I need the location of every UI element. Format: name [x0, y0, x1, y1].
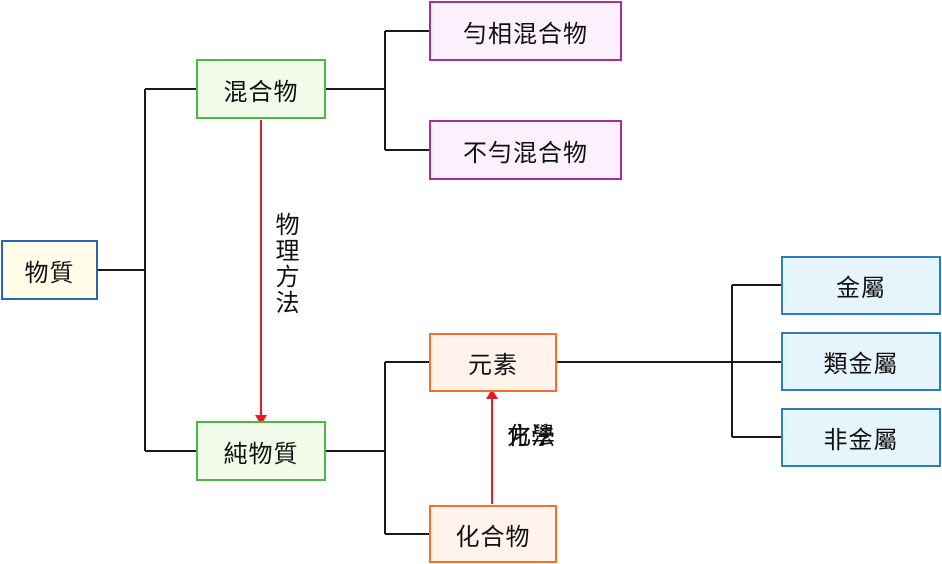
label-chemical-line1: 化學 [507, 422, 555, 450]
node-metalloid: 類金屬 [781, 332, 941, 391]
node-compound: 化合物 [429, 505, 557, 563]
node-substance: 物質 [1, 240, 98, 300]
node-heterogeneous-mixture: 不勻混合物 [429, 120, 622, 180]
node-homogeneous-mixture: 勻相混合物 [429, 1, 622, 61]
label-physical-method: 物理方法 [271, 212, 299, 316]
node-nonmetal: 非金屬 [781, 408, 941, 467]
node-mixture: 混合物 [196, 59, 326, 119]
node-pure-substance: 純物質 [196, 421, 326, 481]
label-chemical-line2: 方法 [507, 422, 555, 450]
node-element: 元素 [429, 333, 557, 392]
node-metal: 金屬 [781, 256, 941, 315]
